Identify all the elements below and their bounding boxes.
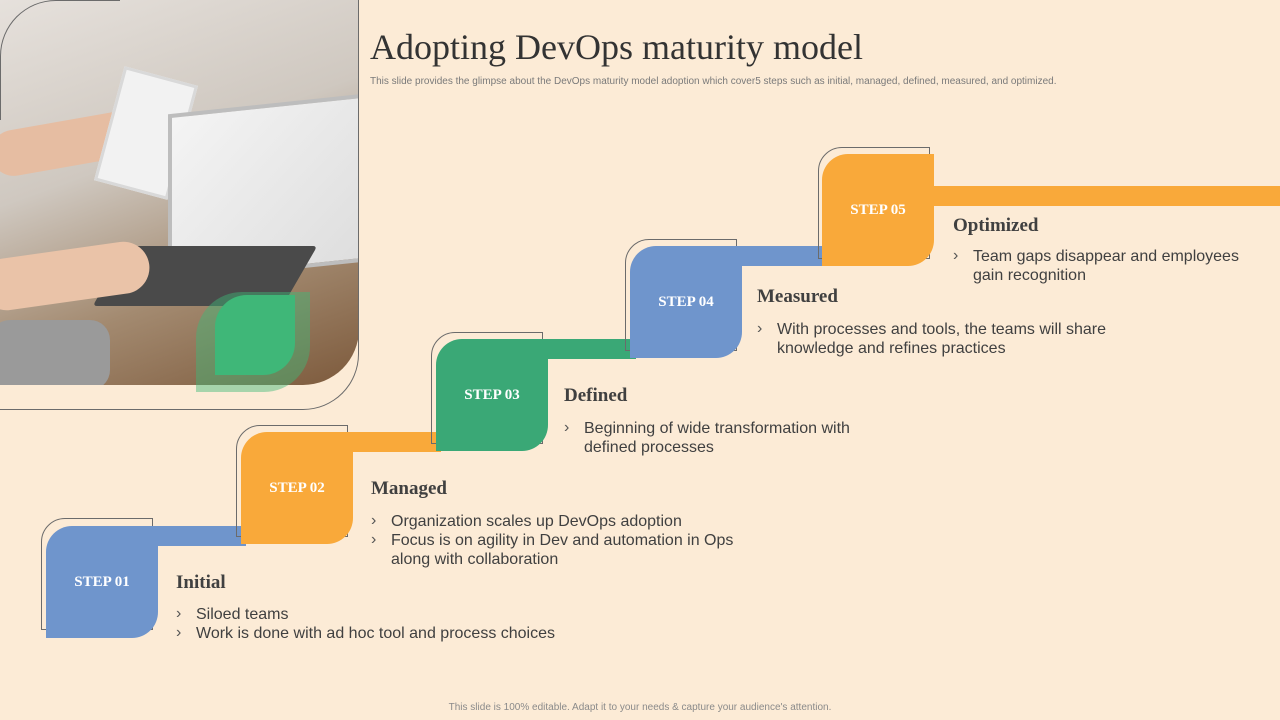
list-item: With processes and tools, the teams will… xyxy=(757,319,1127,358)
photo-sleeve xyxy=(0,320,110,385)
green-accent-shape-inner xyxy=(215,295,295,375)
step-01-title: Initial xyxy=(176,572,226,593)
step-04-label: STEP 04 xyxy=(658,293,714,310)
step-05-title: Optimized xyxy=(953,215,1039,236)
step-04-bullets: With processes and tools, the teams will… xyxy=(757,319,1127,358)
step-01-label: STEP 01 xyxy=(74,573,130,590)
step-03-title: Defined xyxy=(564,385,628,406)
list-item: Team gaps disappear and employees gain r… xyxy=(953,246,1253,285)
step-03-bullets: Beginning of wide transformation with de… xyxy=(564,418,864,457)
list-item: Focus is on agility in Dev and automatio… xyxy=(371,530,751,569)
step-03-label: STEP 03 xyxy=(464,386,520,403)
step-01-box: STEP 01 xyxy=(46,526,158,638)
list-item: Beginning of wide transformation with de… xyxy=(564,418,864,457)
step-02-label: STEP 02 xyxy=(269,479,325,496)
step-05-label: STEP 05 xyxy=(850,201,906,218)
list-item: Work is done with ad hoc tool and proces… xyxy=(176,623,596,643)
step-02-title: Managed xyxy=(371,478,447,499)
page-subtitle: This slide provides the glimpse about th… xyxy=(370,76,1057,87)
photo-frame-corner xyxy=(0,0,120,120)
step-02-bullets: Organization scales up DevOps adoption F… xyxy=(371,511,751,569)
office-photo xyxy=(0,0,358,385)
connector-3-4 xyxy=(540,339,636,359)
connector-5-end xyxy=(930,186,1280,206)
connector-4-5 xyxy=(735,246,831,266)
page-title: Adopting DevOps maturity model xyxy=(370,27,863,67)
step-05-box: STEP 05 xyxy=(822,154,934,266)
list-item: Organization scales up DevOps adoption xyxy=(371,511,751,531)
connector-2-3 xyxy=(345,432,441,452)
step-03-box: STEP 03 xyxy=(436,339,548,451)
step-01-bullets: Siloed teams Work is done with ad hoc to… xyxy=(176,604,596,643)
step-04-box: STEP 04 xyxy=(630,246,742,358)
footer-note: This slide is 100% editable. Adapt it to… xyxy=(448,702,832,713)
step-05-bullets: Team gaps disappear and employees gain r… xyxy=(953,246,1253,285)
step-04-title: Measured xyxy=(757,286,838,307)
step-02-box: STEP 02 xyxy=(241,432,353,544)
connector-1-2 xyxy=(150,526,246,546)
photo-frame xyxy=(0,0,359,410)
list-item: Siloed teams xyxy=(176,604,596,624)
